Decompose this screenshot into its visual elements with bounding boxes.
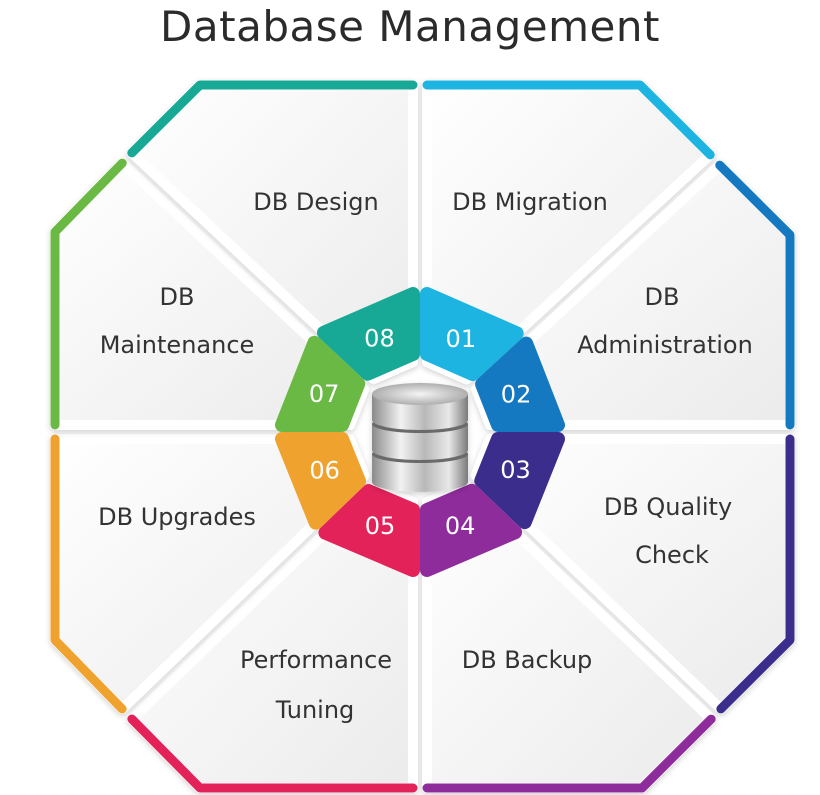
- number-badge-05: [318, 484, 420, 577]
- diagram-title: Database Management: [160, 2, 660, 51]
- segment-01: [422, 80, 716, 385]
- badge-number: 08: [364, 325, 395, 353]
- segment-06: [50, 434, 370, 714]
- segment-border: [50, 434, 127, 714]
- badge-number: 05: [365, 512, 396, 540]
- segment-border: [127, 80, 418, 158]
- number-badge-07: [275, 335, 366, 432]
- segment-label-07-line1: DB: [160, 283, 195, 311]
- segment-border: [716, 434, 795, 714]
- segment-label-08: DB Design: [253, 188, 378, 216]
- badge-number: 07: [309, 380, 340, 408]
- segment-05: [126, 480, 418, 793]
- badge-number: 01: [446, 325, 477, 353]
- segment-label-01: DB Migration: [452, 188, 608, 216]
- segment-border: [715, 160, 795, 430]
- segment-label-03-line2: Check: [635, 541, 709, 569]
- number-badge-02: [475, 336, 565, 432]
- number-badge-06: [275, 432, 366, 530]
- number-badge-03: [474, 432, 565, 530]
- badge-number: 04: [445, 512, 476, 540]
- segment-label-05-line1: Performance: [240, 646, 392, 674]
- number-badge-08: [316, 287, 420, 381]
- segment-label-02-line1: DB: [645, 283, 680, 311]
- database-icon: [372, 383, 468, 492]
- segment-02: [471, 160, 795, 430]
- segment-04: [422, 480, 717, 793]
- segment-03: [470, 434, 795, 714]
- badge-number: 02: [501, 380, 532, 408]
- segment-label-03-line1: DB Quality: [604, 493, 732, 521]
- badge-number: 06: [309, 456, 340, 484]
- segment-border: [127, 714, 418, 793]
- segment-label-02-line2: Administration: [577, 331, 753, 359]
- segment-border: [422, 714, 716, 793]
- segment-label-04: DB Backup: [462, 646, 593, 674]
- segment-label-05-line2: Tuning: [275, 696, 355, 724]
- segment-border: [422, 80, 715, 160]
- segment-border: [50, 158, 127, 430]
- badge-number: 03: [500, 456, 531, 484]
- segment-label-07-line2: Maintenance: [100, 331, 255, 359]
- segment-07: [50, 158, 370, 430]
- segment-label-06: DB Upgrades: [98, 503, 256, 531]
- number-badge-04: [420, 483, 523, 577]
- number-badge-01: [420, 287, 524, 381]
- segment-08: [126, 80, 418, 385]
